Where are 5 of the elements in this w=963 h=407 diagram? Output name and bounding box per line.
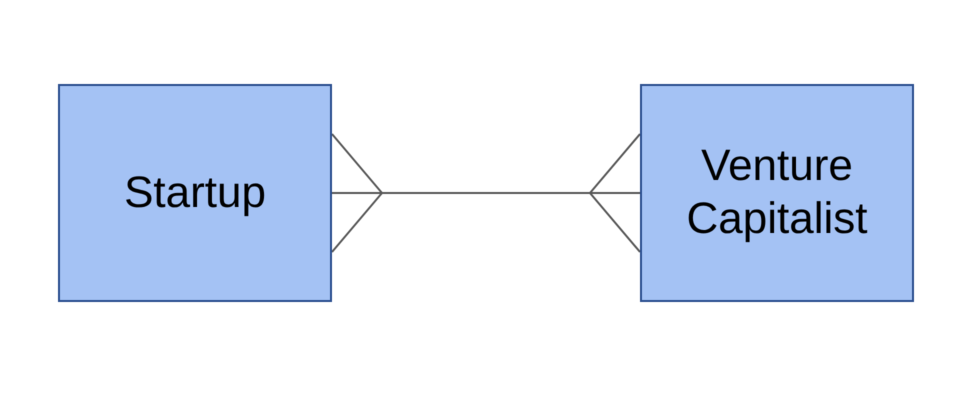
entity-name: Startup	[124, 166, 266, 219]
entity-name: Venture Capitalist	[686, 140, 868, 245]
relationship-line	[331, 133, 641, 253]
entity-box	[640, 84, 914, 302]
entity-box	[58, 84, 332, 302]
